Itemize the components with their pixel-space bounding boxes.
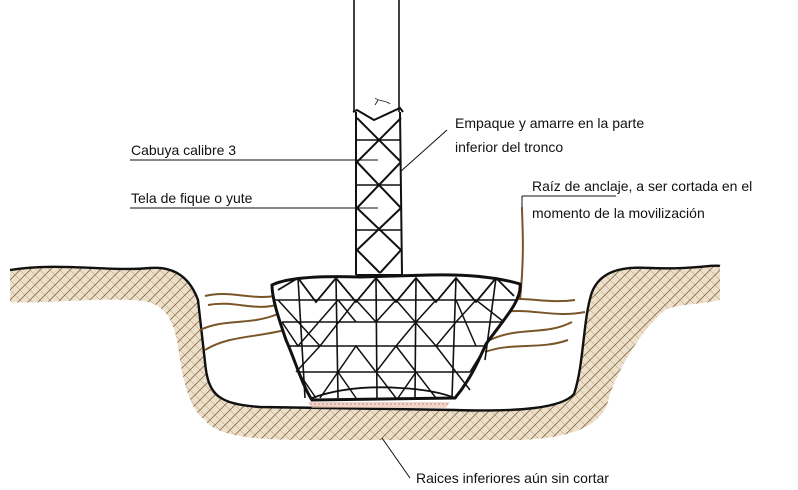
soil xyxy=(9,264,721,440)
label-packing-line2: inferior del tronco xyxy=(455,139,563,155)
label-packing-line1: Empaque y amarre en la parte xyxy=(455,115,644,131)
label-anchor-line2: momento de la movilización xyxy=(532,205,705,221)
label-anchor-line1: Raíz de anclaje, a ser cortada en el xyxy=(532,178,752,194)
label-rope: Cabuya calibre 3 xyxy=(131,142,236,158)
label-lower-roots: Raices inferiores aún sin cortar xyxy=(416,470,609,485)
leader-lines xyxy=(130,129,616,479)
root-ball xyxy=(270,273,522,402)
trunk-packing xyxy=(352,106,404,276)
label-cloth: Tela de fique o yute xyxy=(131,190,253,206)
tree-trunk xyxy=(353,0,400,112)
lower-roots-patch xyxy=(308,402,450,408)
